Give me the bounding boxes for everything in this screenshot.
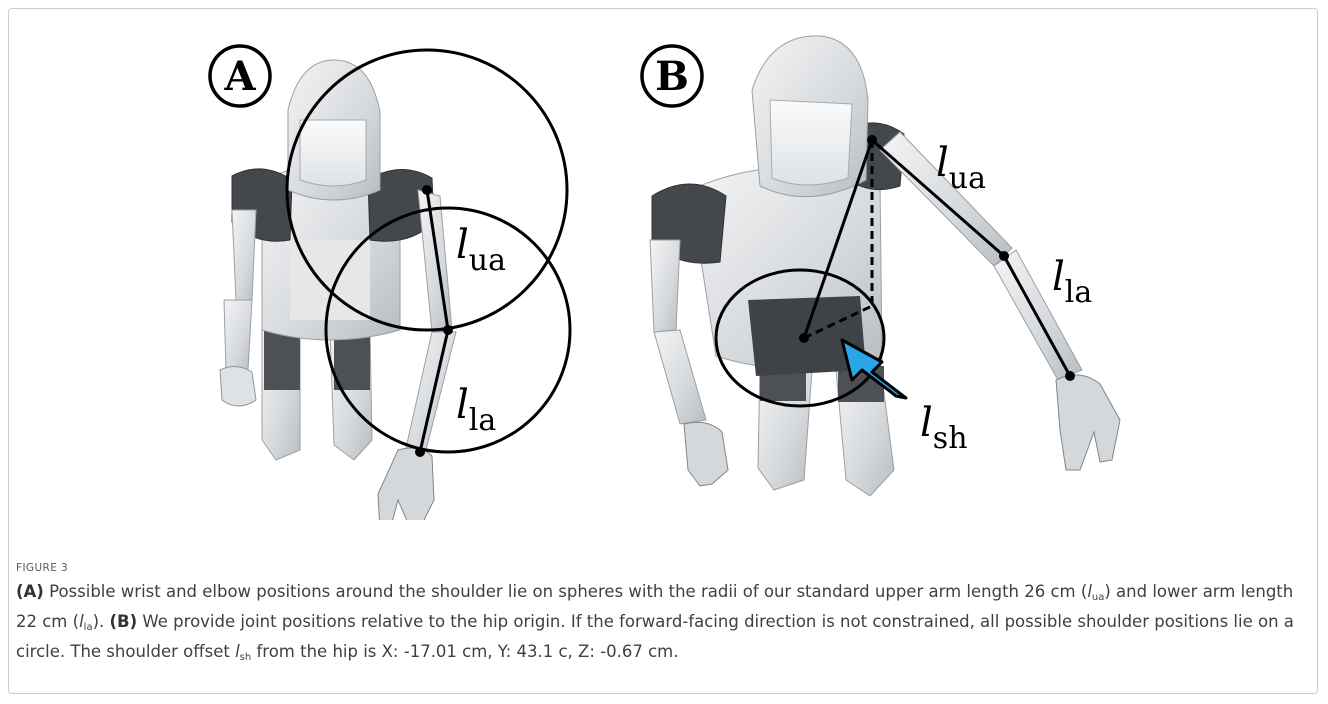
caption-tag-b: (B) (110, 612, 138, 631)
wrist-joint-b (1065, 371, 1075, 381)
elbow-joint-a (443, 325, 453, 335)
label-l-la-b: lla (1052, 254, 1092, 310)
hip-origin-b (799, 333, 809, 343)
panel-a-badge: A (210, 46, 270, 106)
caption-l-la-sub: la (84, 622, 93, 633)
label-l-ua-a: lua (456, 222, 506, 278)
caption-l-sh-sub: sh (240, 652, 252, 663)
shoulder-joint-b (867, 135, 877, 145)
figure-illustration: A lua lla (0, 0, 1328, 520)
caption-b-part2: from the hip is X: -17.01 cm, Y: 43.1 c,… (251, 642, 678, 661)
panel-b-badge: B (642, 46, 702, 106)
panel-b-label: B (655, 53, 689, 100)
caption-a-part3: ). (93, 612, 110, 631)
robot-b-illustration (650, 36, 1120, 496)
caption-l-ua-sub: ua (1092, 592, 1104, 603)
wrist-joint-a (415, 447, 425, 457)
shoulder-joint-a (422, 185, 432, 195)
figure-caption-text: (A) Possible wrist and elbow positions a… (16, 580, 1306, 670)
panel-a-label: A (223, 53, 256, 100)
figure-caption-label: FIGURE 3 (16, 562, 68, 574)
caption-a-part1: Possible wrist and elbow positions aroun… (44, 582, 1087, 601)
label-l-la-a: lla (456, 382, 496, 438)
caption-tag-a: (A) (16, 582, 44, 601)
elbow-joint-b (999, 251, 1009, 261)
label-l-sh-b: lsh (920, 400, 968, 456)
